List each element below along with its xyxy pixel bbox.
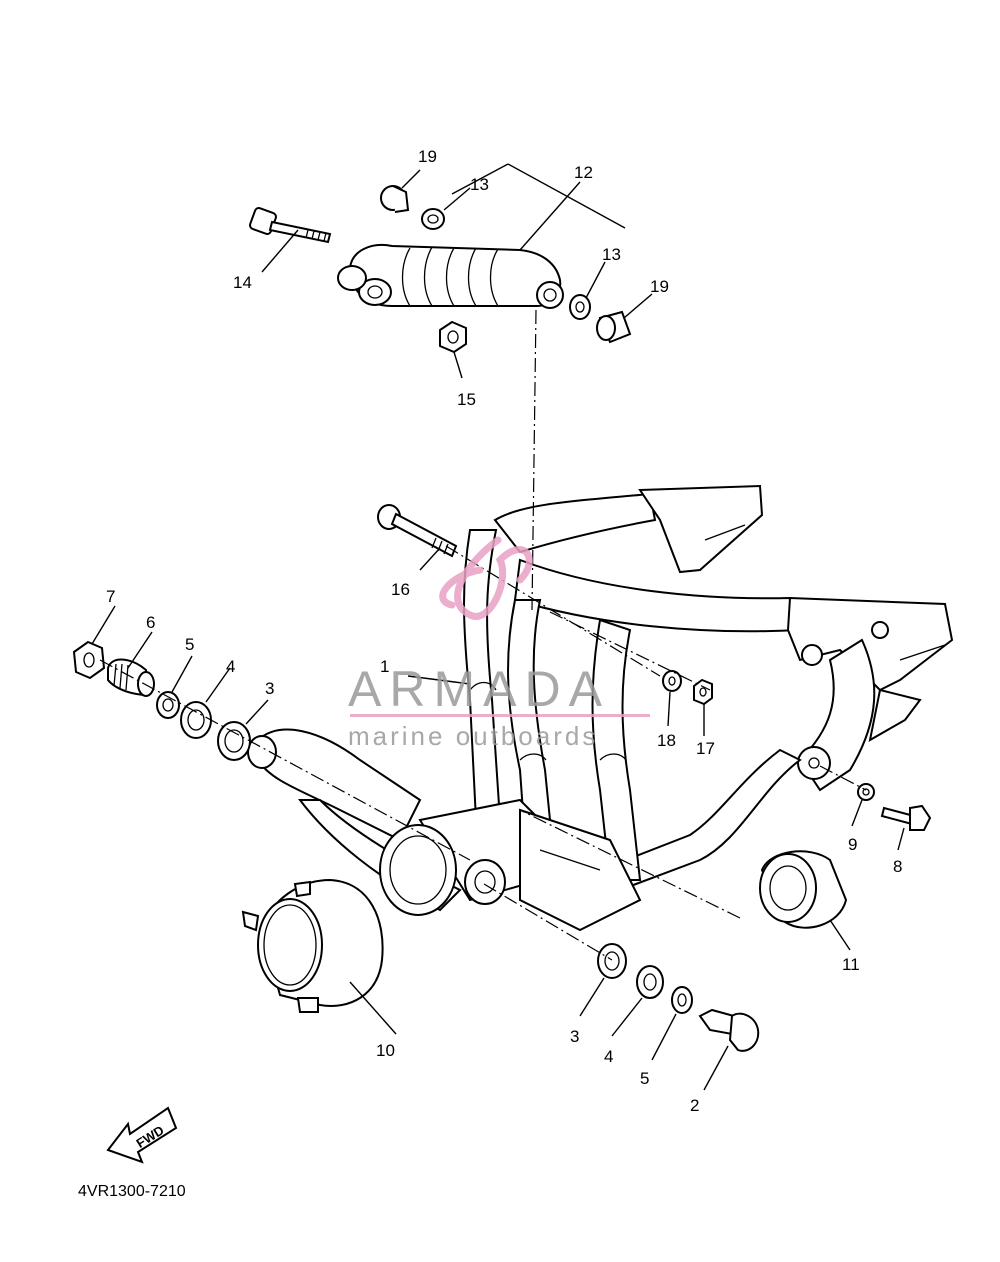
callout-16: 16 (391, 580, 410, 599)
cover-10 (241, 878, 384, 1013)
callout-13-right: 13 (602, 245, 621, 264)
callout-12: 12 (574, 163, 593, 182)
callout-3-left: 3 (265, 679, 274, 698)
oil-seal-4-right (636, 965, 664, 999)
nut-17 (693, 678, 713, 706)
bolt-8 (880, 804, 932, 831)
callout-10: 10 (376, 1041, 395, 1060)
collar-5-right (671, 986, 693, 1014)
callout-14: 14 (233, 273, 252, 292)
collar-19-right (596, 310, 632, 344)
callout-13-top: 13 (470, 175, 489, 194)
callout-19-top: 19 (418, 147, 437, 166)
leader-lines (91, 163, 905, 1091)
callout-4-right: 4 (604, 1047, 613, 1066)
oil-seal-4-left (180, 701, 212, 739)
watermark-tagline: marine outboards (348, 721, 598, 751)
watermark-underline (350, 714, 650, 717)
callout-1: 1 (380, 657, 389, 676)
cap-11 (759, 850, 848, 929)
callout-19-right: 19 (650, 277, 669, 296)
pivot-shaft-2 (698, 1008, 760, 1052)
watermark: ARMADA marine outboards (348, 536, 650, 751)
collar-19-top (380, 185, 410, 213)
collar-5-left (156, 691, 180, 719)
watermark-brand: ARMADA (348, 661, 610, 717)
washer-9 (857, 783, 875, 801)
callout-18: 18 (657, 731, 676, 750)
callout-7: 7 (106, 587, 115, 606)
pivot-shaft-6 (107, 658, 155, 697)
fwd-arrow-icon: FWD (106, 1106, 178, 1164)
callout-8: 8 (893, 857, 902, 876)
callout-9: 9 (848, 835, 857, 854)
callout-5-right: 5 (640, 1069, 649, 1088)
diagram-part-code: 4VR1300-7210 (78, 1183, 186, 1200)
callout-4-left: 4 (226, 657, 235, 676)
callout-5-left: 5 (185, 635, 194, 654)
washer-13-top (421, 208, 445, 230)
washer-18 (662, 670, 682, 692)
callout-3-right: 3 (570, 1027, 579, 1046)
bolt-16 (377, 504, 458, 558)
callout-11: 11 (842, 955, 860, 974)
rear-shock-absorber (337, 244, 564, 309)
callout-2: 2 (690, 1096, 699, 1115)
callout-15: 15 (457, 390, 476, 409)
bolt-14 (249, 207, 332, 244)
nut-15 (439, 320, 467, 354)
callout-17: 17 (696, 739, 715, 758)
rear-frame (247, 484, 954, 932)
bearing-3-left (217, 721, 251, 761)
washer-13-right (569, 294, 591, 320)
nut-7 (72, 640, 106, 680)
callout-labels: 19 13 12 13 19 14 15 16 1 7 6 5 4 3 18 1… (106, 147, 902, 1115)
watermark-logo-icon (439, 536, 533, 620)
callout-6: 6 (146, 613, 155, 632)
bearing-3-right (597, 943, 627, 979)
